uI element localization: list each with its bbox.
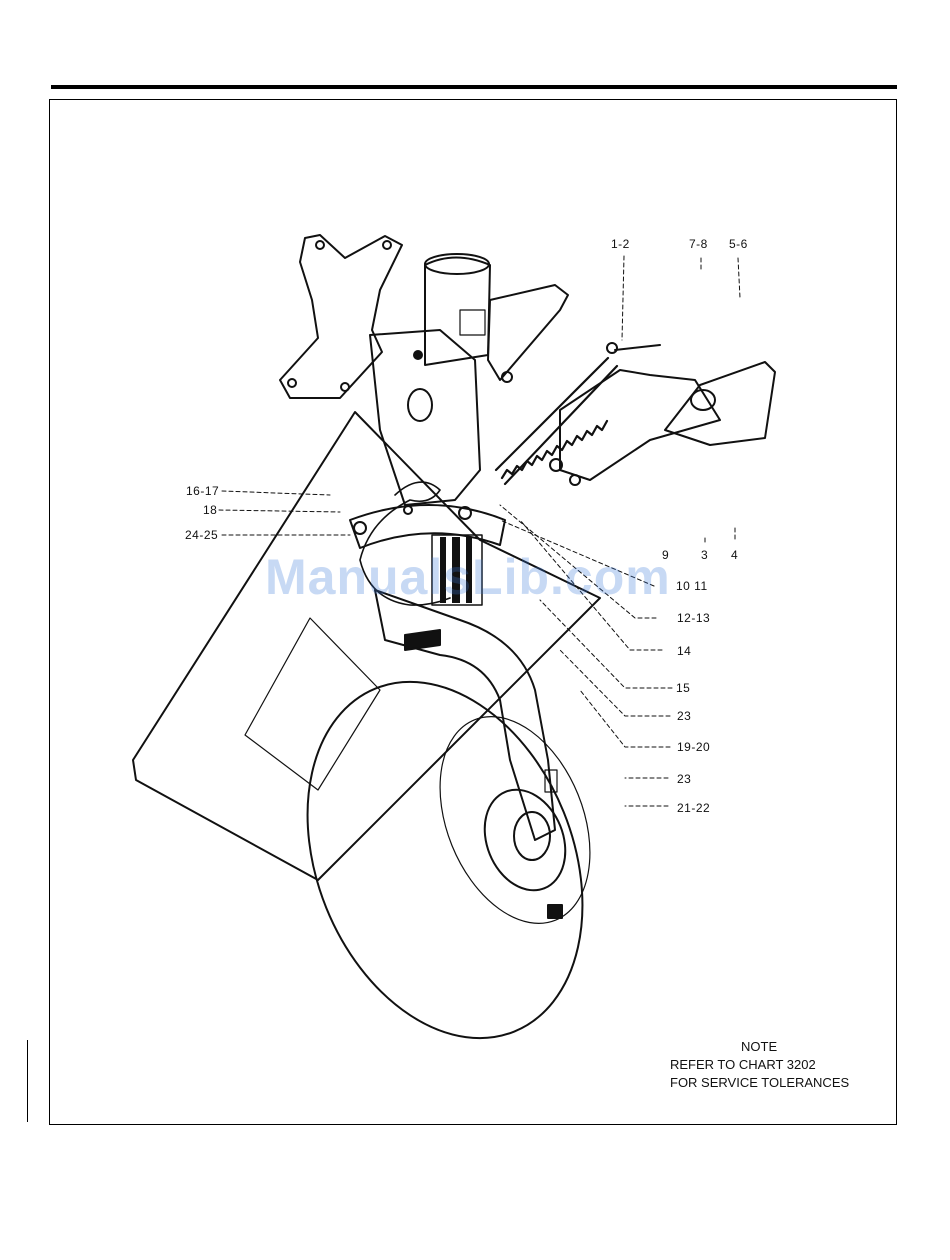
fork-leg — [375, 590, 555, 840]
callout-14: 14 — [677, 644, 691, 658]
fairing-plate — [133, 412, 600, 880]
drag-arm — [488, 285, 568, 380]
callout-23-lower: 23 — [677, 772, 691, 786]
note-heading: NOTE — [670, 1038, 849, 1056]
shimmy-spring — [496, 355, 617, 484]
wheel-hub — [470, 778, 579, 903]
callout-5-6: 5-6 — [729, 237, 748, 251]
callout-4: 4 — [731, 548, 738, 562]
fairing-inner-panel — [245, 618, 380, 790]
callout-7-8: 7-8 — [689, 237, 708, 251]
callout-10-11: 10 11 — [676, 579, 708, 593]
callout-16-17: 16-17 — [186, 484, 219, 498]
callout-3: 3 — [701, 548, 708, 562]
attach-plate — [665, 362, 775, 445]
service-note: NOTE REFER TO CHART 3202 FOR SERVICE TOL… — [670, 1038, 849, 1092]
callout-1-2: 1-2 — [611, 237, 630, 251]
callout-24-25: 24-25 — [185, 528, 218, 542]
leader-lines — [219, 256, 740, 806]
mounting-bracket — [280, 235, 402, 398]
callout-18: 18 — [203, 503, 217, 517]
callout-15: 15 — [676, 681, 690, 695]
tire — [257, 641, 633, 1080]
note-line-1: REFER TO CHART 3202 — [670, 1056, 849, 1074]
note-line-2: FOR SERVICE TOLERANCES — [670, 1074, 849, 1092]
callout-21-22: 21-22 — [677, 801, 710, 815]
watermark: ManualsLib.com — [265, 548, 671, 606]
callout-12-13: 12-13 — [677, 611, 710, 625]
callout-23-upper: 23 — [677, 709, 691, 723]
callout-19-20: 19-20 — [677, 740, 710, 754]
